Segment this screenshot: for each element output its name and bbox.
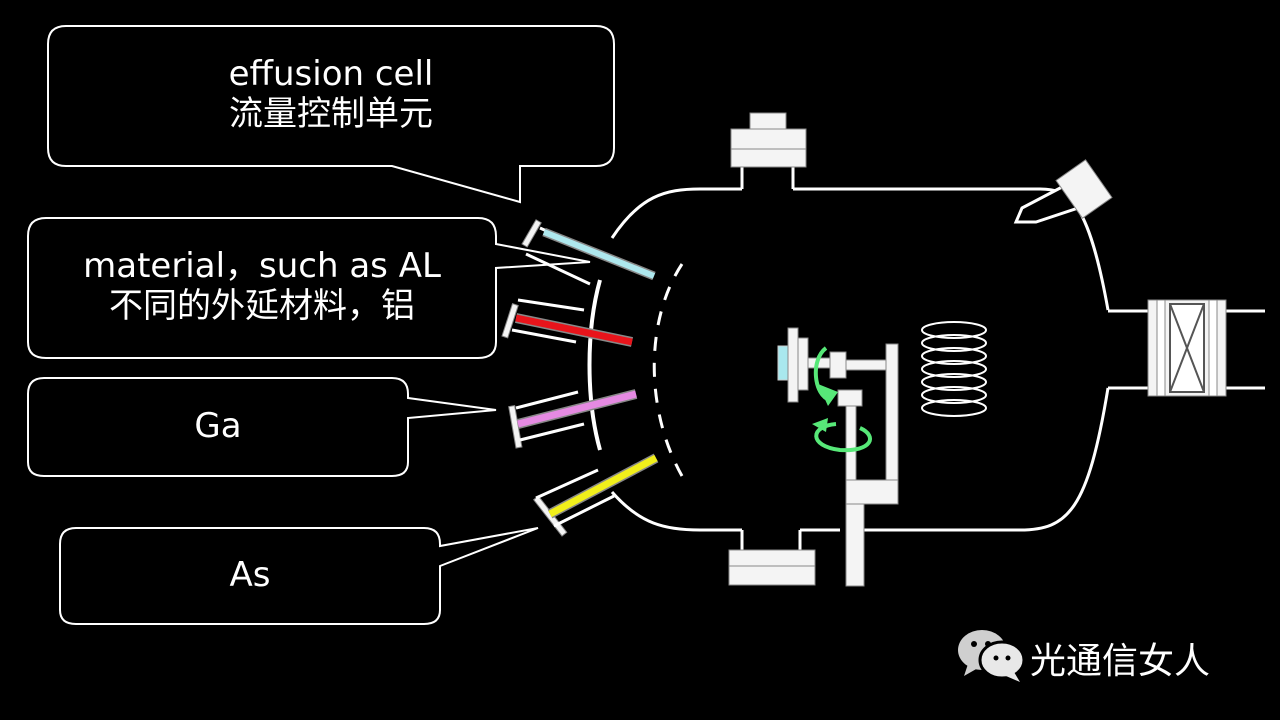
heater-coil	[921, 321, 987, 417]
wechat-icon	[958, 630, 1026, 682]
upper-right-port	[1013, 159, 1113, 224]
substrate-manipulator	[777, 327, 899, 587]
watermark: 光通信女人	[956, 626, 1256, 686]
bottom-port-flange	[728, 549, 816, 586]
cell-2-material	[515, 314, 633, 346]
as-label: As	[229, 555, 271, 595]
effusion-label-en: effusion cell	[228, 54, 434, 94]
cell-ga-material	[517, 390, 637, 428]
cell-as	[532, 453, 659, 537]
ga-label: Ga	[194, 406, 242, 446]
shutter-arc	[652, 263, 684, 477]
effusion-callout-text: effusion cell 流量控制单元	[48, 54, 614, 134]
callout-as	[59, 527, 539, 625]
material-label-zh: 不同的外延材料，铝	[109, 286, 415, 326]
cell-as-material	[548, 454, 658, 518]
cell-al	[521, 219, 656, 286]
cell-ga	[508, 389, 638, 449]
cell-2	[501, 298, 634, 347]
callout-ga	[27, 377, 497, 477]
watermark-text: 光通信女人	[1030, 641, 1211, 682]
cell-al-material	[542, 229, 656, 279]
material-callout-text: material，such as AL 不同的外延材料，铝	[28, 246, 496, 326]
top-port-flange	[730, 112, 807, 168]
substrate-sample	[777, 345, 789, 381]
material-label-en: material，such as AL	[83, 246, 441, 286]
callout-effusion-cell	[47, 25, 615, 204]
right-gate-valve	[1108, 299, 1265, 397]
effusion-label-zh: 流量控制单元	[229, 94, 433, 134]
callout-material	[27, 217, 591, 359]
